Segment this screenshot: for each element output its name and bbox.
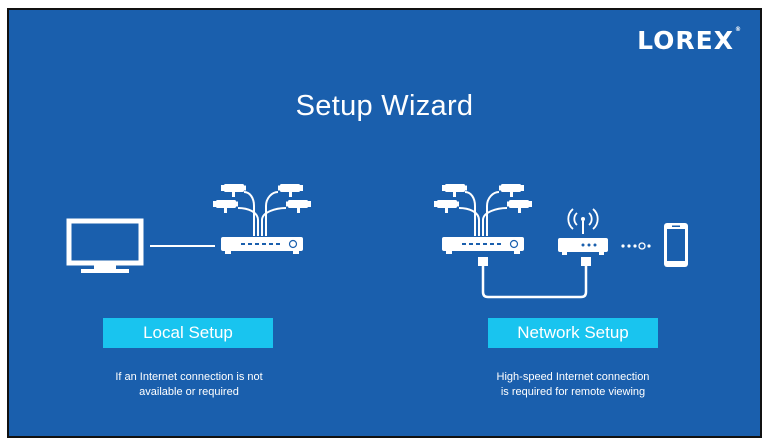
setup-illustration (66, 10, 688, 299)
monitor-icon (66, 218, 144, 273)
nvr-recorder-icon (441, 236, 525, 255)
setup-wizard-screen: LOREX® Setup Wizard (7, 8, 762, 438)
lorex-logo: LOREX® (637, 26, 742, 55)
local-setup-description: If an Internet connection is not availab… (115, 371, 263, 398)
network-setup-description: High-speed Internet connection is requir… (496, 371, 650, 398)
ethernet-plug-icon (478, 257, 488, 266)
camera-icon (213, 184, 311, 236)
smartphone-icon (664, 223, 688, 267)
nvr-recorder-icon (220, 236, 304, 255)
wireless-connection-dots (621, 242, 651, 250)
camera-icon (434, 184, 532, 236)
router-wifi-icon (558, 208, 608, 255)
ethernet-cable-line (481, 262, 588, 299)
page-title: Setup Wizard (295, 90, 474, 122)
network-setup-button[interactable]: Network Setup (488, 318, 658, 348)
local-setup-button[interactable]: Local Setup (103, 318, 273, 348)
ethernet-plug-icon (581, 257, 591, 266)
